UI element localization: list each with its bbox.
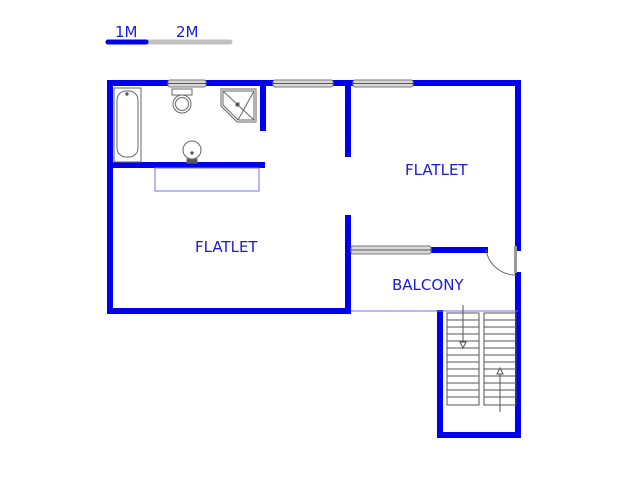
counter-outline	[154, 167, 260, 192]
room-label-flatlet-left: FLATLET	[195, 238, 258, 256]
toilet-icon	[171, 88, 193, 114]
scale-label-2m: 2M	[176, 23, 199, 41]
staircase-icon	[446, 305, 517, 412]
basin-icon	[182, 140, 202, 164]
walls	[107, 80, 521, 438]
door-icon	[485, 246, 517, 276]
room-label-flatlet-right: FLATLET	[405, 161, 468, 179]
bathtub-icon	[113, 87, 142, 163]
scale-bar: 1M 2M	[105, 23, 233, 45]
shower-icon	[220, 88, 257, 123]
windows	[167, 79, 432, 255]
scale-label-1m: 1M	[115, 23, 138, 41]
room-label-balcony: BALCONY	[392, 276, 464, 294]
